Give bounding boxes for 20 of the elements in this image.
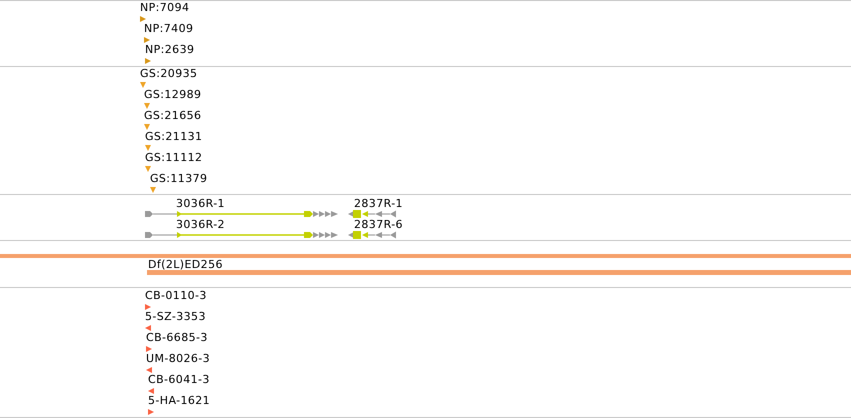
- feature-label: Df(2L)ED256: [148, 259, 223, 271]
- feature-label: CB-6041-3: [148, 374, 210, 386]
- feature-label: NP:7094: [140, 2, 190, 14]
- feature-label: UM-8026-3: [146, 353, 210, 365]
- feature-label: 3036R-2: [176, 219, 225, 231]
- feature-label: 3036R-1: [176, 198, 225, 210]
- feature-label: NP:7409: [144, 23, 194, 35]
- feature-label: 2837R-1: [354, 198, 403, 210]
- feature-label: 5-HA-1621: [148, 395, 210, 407]
- feature-label: GS:11112: [145, 152, 202, 164]
- feature-label: CB-0110-3: [145, 290, 207, 302]
- feature-label: CB-6685-3: [146, 332, 208, 344]
- feature-label: GS:21131: [145, 131, 202, 143]
- feature-label: GS:12989: [144, 89, 202, 101]
- feature-label: 5-SZ-3353: [145, 311, 206, 323]
- feature-label: GS:11379: [150, 173, 208, 185]
- feature-label: NP:2639: [145, 44, 194, 56]
- feature-label: 2837R-6: [354, 219, 403, 231]
- feature-label: GS:20935: [140, 68, 198, 80]
- feature-label: GS:21656: [144, 110, 202, 122]
